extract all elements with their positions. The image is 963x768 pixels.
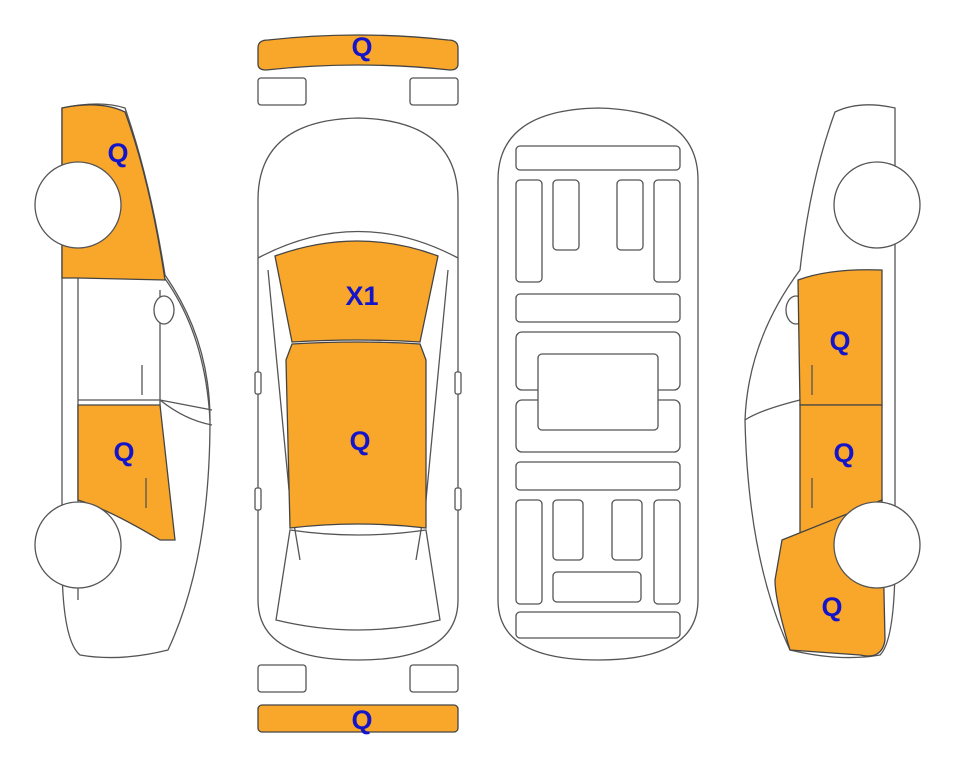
left-rear-wheel (34, 161, 122, 249)
windshield[interactable]: X1 (274, 240, 439, 343)
front-bumper-label: Q (351, 32, 372, 62)
left-rear-quarter-label: Q (107, 138, 128, 168)
roof-label: Q (349, 426, 370, 456)
roof[interactable]: Q (285, 341, 427, 529)
rear-bumper[interactable]: Q (257, 704, 459, 735)
rear-bumper-label: Q (351, 705, 372, 735)
headlight-left (257, 77, 307, 106)
taillight-right (409, 664, 459, 693)
taillight-left (257, 664, 307, 693)
front-bumper[interactable]: Q (257, 32, 459, 71)
windshield-label: X1 (345, 281, 378, 311)
headlight-right (409, 77, 459, 106)
left-rear-door-label: Q (113, 437, 134, 467)
right-rear-wheel (833, 501, 921, 589)
left-front-wheel (34, 501, 122, 589)
right-front-door-label: Q (829, 326, 850, 356)
right-front-wheel (833, 161, 921, 249)
left-rear-door[interactable]: Q (77, 404, 176, 541)
right-front-door[interactable]: Q (797, 269, 883, 406)
underside-view (497, 107, 699, 661)
right-rear-door-label: Q (833, 438, 854, 468)
right-rear-quarter-label: Q (821, 592, 842, 622)
